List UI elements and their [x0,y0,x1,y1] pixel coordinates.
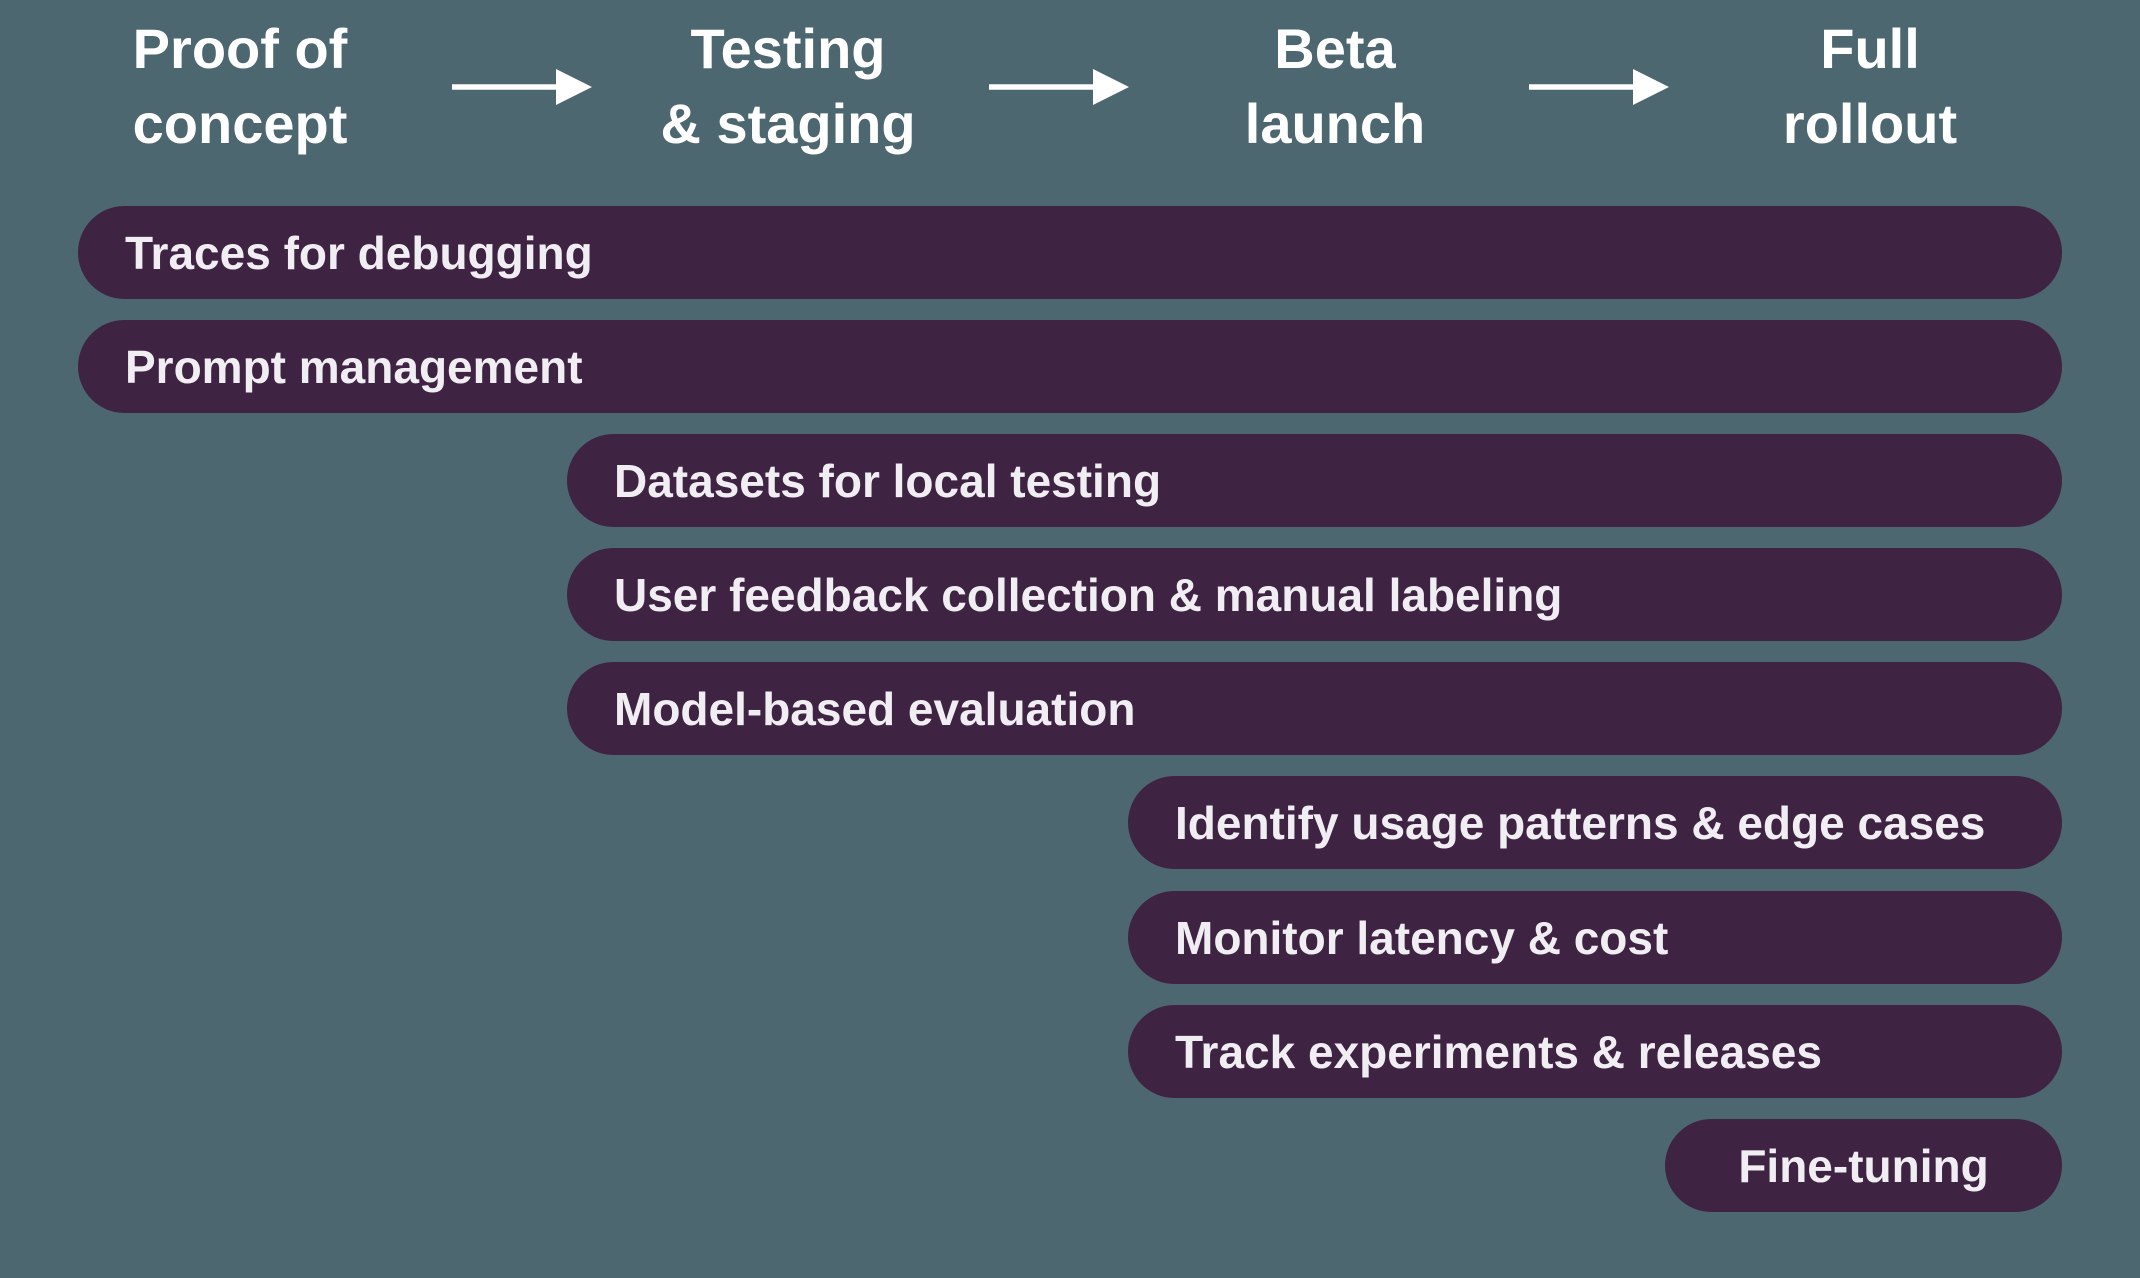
bar-monitor-latency-cost: Monitor latency & cost [1128,891,2062,984]
arrow-right-icon [1529,69,1669,105]
bar-label: Prompt management [125,340,583,393]
bar-fine-tuning: Fine-tuning [1665,1119,2062,1212]
bar-label: Model-based evaluation [614,682,1136,735]
bar-user-feedback-collection: User feedback collection & manual labeli… [567,548,2062,641]
stage-header-line: Beta [1274,17,1396,80]
bar-label: Traces for debugging [125,226,593,279]
stage-header-line: rollout [1782,92,1958,155]
stage-header-line: Testing [690,17,886,80]
stage-header-line: Proof of [132,17,348,80]
bar-label: Track experiments & releases [1175,1025,1822,1078]
bar-traces-for-debugging: Traces for debugging [78,206,2062,299]
bar-label: Identify usage patterns & edge cases [1175,796,1986,849]
bar-label: Fine-tuning [1738,1139,1989,1192]
bar-label: Datasets for local testing [614,454,1162,507]
stage-header-line: launch [1244,92,1426,155]
stage-header-line: concept [132,92,348,155]
bar-identify-usage-patterns: Identify usage patterns & edge cases [1128,776,2062,869]
stage-header-line: & staging [660,92,916,155]
arrow-right-icon [452,69,592,105]
bar-model-based-evaluation: Model-based evaluation [567,662,2062,755]
stage-header-full-rollout: Full rollout [1783,11,1957,161]
bar-datasets-for-local-testing: Datasets for local testing [567,434,2062,527]
stage-header-beta-launch: Beta launch [1245,11,1425,161]
bar-prompt-management: Prompt management [78,320,2062,413]
bar-track-experiments-releases: Track experiments & releases [1128,1005,2062,1098]
stage-header-proof-of-concept: Proof of concept [133,11,348,161]
stage-header-line: Full [1820,17,1920,80]
bar-label: Monitor latency & cost [1175,911,1669,964]
stage-header-testing-staging: Testing & staging [660,11,915,161]
bar-label: User feedback collection & manual labeli… [614,568,1563,621]
arrow-right-icon [989,69,1129,105]
